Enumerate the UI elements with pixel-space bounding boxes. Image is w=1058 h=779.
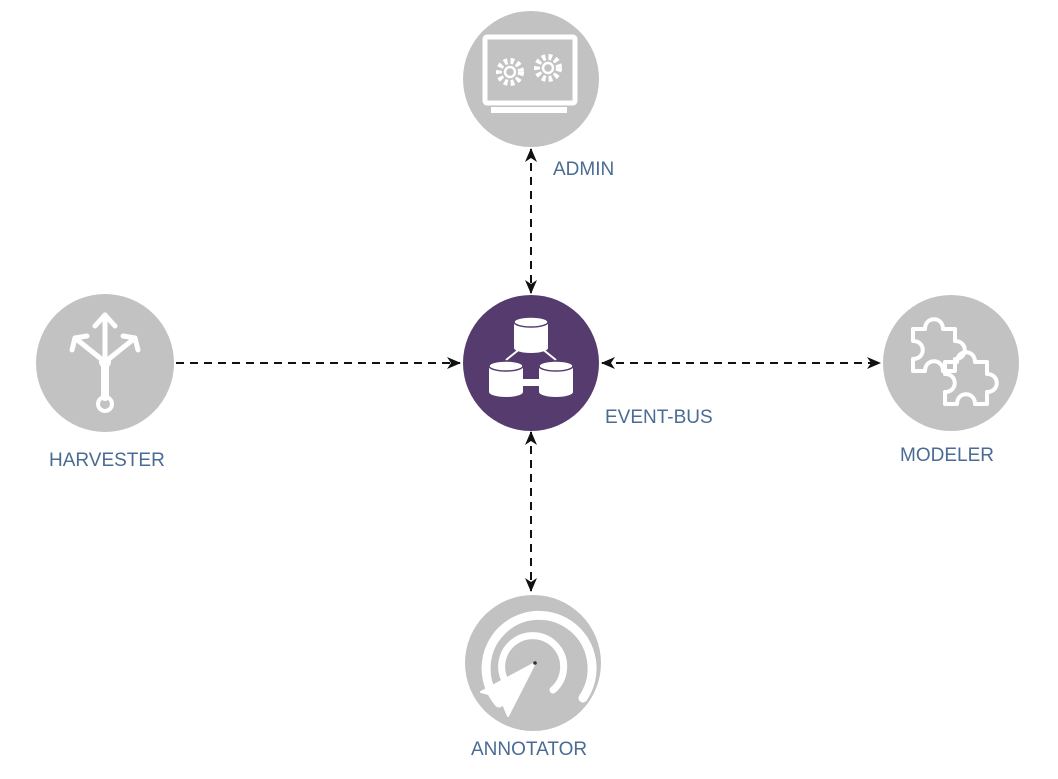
node-admin[interactable] — [463, 11, 599, 147]
admin-label: ADMIN — [553, 159, 615, 180]
target-cursor-icon — [480, 610, 597, 717]
event-bus-label: EVENT-BUS — [605, 407, 713, 428]
fork-arrows-icon — [69, 312, 141, 413]
edges — [176, 148, 881, 592]
database-cluster-icon — [488, 316, 574, 397]
puzzle-pieces-icon — [911, 317, 999, 406]
admin-settings-icon — [482, 34, 578, 113]
modeler-label: MODELER — [900, 445, 994, 466]
annotator-label: ANNOTATOR — [471, 739, 588, 760]
harvester-label: HARVESTER — [49, 450, 165, 471]
node-modeler[interactable] — [883, 295, 1019, 431]
node-annotator[interactable] — [465, 595, 601, 731]
node-harvester[interactable] — [36, 294, 174, 432]
node-event-bus[interactable] — [463, 295, 599, 431]
